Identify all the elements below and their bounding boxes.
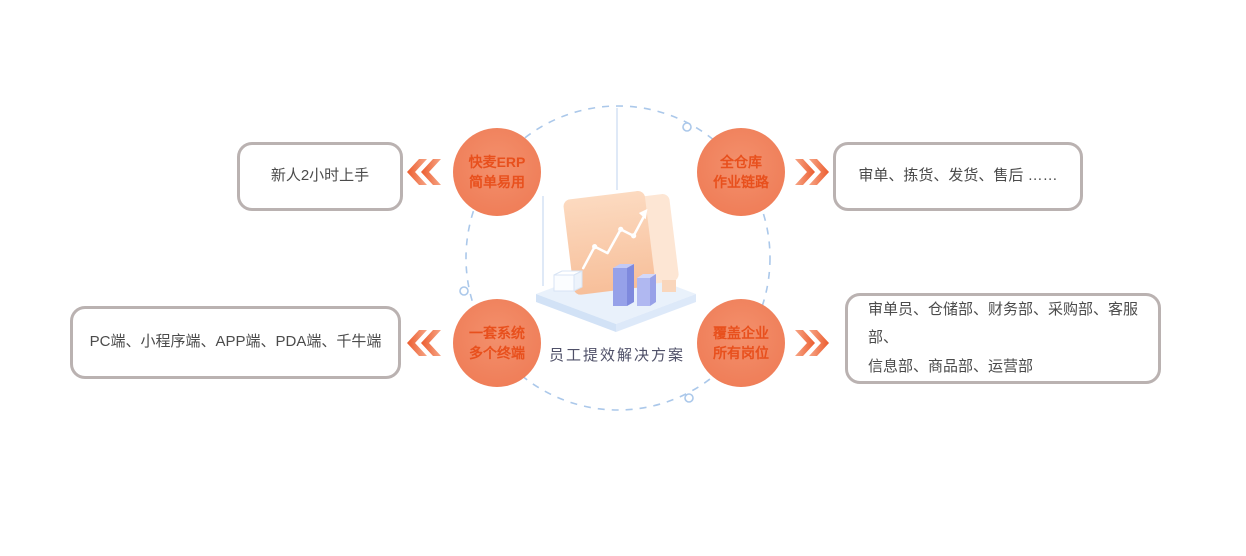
trend-line-icon bbox=[581, 213, 647, 270]
small-box-icon bbox=[662, 280, 676, 292]
diagram-title: 员工提效解决方案 bbox=[548, 347, 685, 364]
bar-chart-icon bbox=[613, 264, 656, 306]
badge-line: 多个终端 bbox=[469, 345, 525, 361]
badge-multi-terminal: 一套系统 多个终端 bbox=[453, 299, 541, 387]
badge-line: 作业链路 bbox=[713, 174, 769, 190]
box-terminals: PC端、小程序端、APP端、PDA端、千牛端 bbox=[70, 306, 401, 379]
box-text: PC端、小程序端、APP端、PDA端、千牛端 bbox=[89, 333, 382, 351]
double-chevron-right-icon bbox=[795, 330, 829, 356]
badge-warehouse-chain: 全仓库 作业链路 bbox=[697, 128, 785, 216]
box-text: 新人2小时上手 bbox=[270, 167, 370, 185]
badge-line: 快麦ERP bbox=[468, 153, 526, 170]
double-chevron-left-icon bbox=[407, 330, 441, 356]
badge-line: 一套系统 bbox=[469, 324, 525, 341]
double-chevron-left-icon bbox=[407, 159, 441, 185]
box-departments: 审单员、仓储部、财务部、采购部、客服部、 信息部、商品部、运营部 bbox=[845, 293, 1161, 384]
badge-all-positions: 覆盖企业 所有岗位 bbox=[697, 299, 785, 387]
box-order-process: 审单、拣货、发货、售后 …… bbox=[833, 142, 1083, 211]
badge-line: 全仓库 bbox=[720, 153, 762, 170]
badge-line: 覆盖企业 bbox=[713, 324, 769, 341]
box-quick-onboarding: 新人2小时上手 bbox=[237, 142, 403, 211]
badge-line: 所有岗位 bbox=[713, 345, 769, 361]
box-text: 审单员、仓储部、财务部、采购部、客服部、 bbox=[868, 300, 1139, 347]
ring-node bbox=[682, 122, 692, 132]
box-text: 审单、拣货、发货、售后 …… bbox=[858, 167, 1058, 185]
dashed-circle bbox=[465, 105, 771, 411]
center-illustration bbox=[536, 191, 696, 332]
badge-line: 简单易用 bbox=[469, 174, 525, 190]
arrow-tip-icon bbox=[638, 208, 648, 220]
badge-kuaimai-erp: 快麦ERP 简单易用 bbox=[453, 128, 541, 216]
cube-icon bbox=[553, 270, 583, 292]
box-text: 信息部、商品部、运营部 bbox=[868, 357, 1034, 375]
ring-node bbox=[684, 393, 694, 403]
double-chevron-right-icon bbox=[795, 159, 829, 185]
ring-node bbox=[459, 286, 469, 296]
